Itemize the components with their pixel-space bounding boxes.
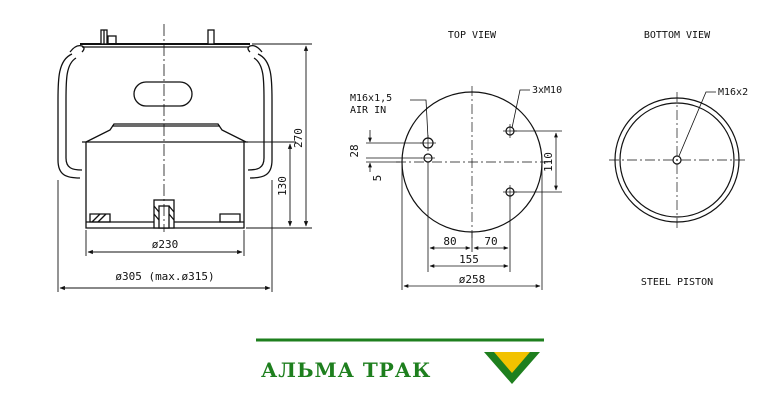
bellow-window xyxy=(133,81,193,107)
bottom-view-title: BOTTOM VIEW xyxy=(644,30,711,41)
dim-80: 80 xyxy=(443,235,456,248)
bottom-view xyxy=(609,91,745,228)
top-stud-right xyxy=(207,29,215,45)
steel-piston-label: STEEL PISTON xyxy=(641,277,713,288)
label-studs: 3xM10 xyxy=(532,85,562,96)
label-air-in: AIR IN xyxy=(350,105,386,116)
label-m16x2: M16x2 xyxy=(718,87,748,98)
top-view xyxy=(396,86,548,238)
side-view xyxy=(57,24,273,232)
dim-70: 70 xyxy=(484,235,497,248)
bellow-outline xyxy=(57,53,81,179)
label-air-in-thread: M16x1,5 xyxy=(350,93,392,104)
side-dimensions xyxy=(57,43,312,292)
side-hole xyxy=(421,153,435,163)
dim-5: 5 xyxy=(371,175,384,182)
dim-28: 28 xyxy=(348,144,361,157)
dim-dia-258: ø258 xyxy=(459,273,486,286)
top-stud-left xyxy=(100,29,117,45)
dim-110: 110 xyxy=(542,152,555,172)
dim-270: 270 xyxy=(292,128,305,148)
brand-chevron-icon xyxy=(484,352,540,384)
dim-dia-305: ø305 (max.ø315) xyxy=(115,270,214,283)
dim-130: 130 xyxy=(276,176,289,196)
brand-name: АЛЬМА ТРАК xyxy=(261,358,431,382)
piston-outline xyxy=(85,123,247,143)
top-view-title: TOP VIEW xyxy=(448,30,497,41)
center-thread-hole xyxy=(672,155,682,165)
top-dimensions xyxy=(366,89,562,290)
dim-155: 155 xyxy=(459,253,479,266)
dim-dia-230: ø230 xyxy=(152,238,179,251)
brand-logo: АЛЬМА ТРАК xyxy=(256,338,544,384)
